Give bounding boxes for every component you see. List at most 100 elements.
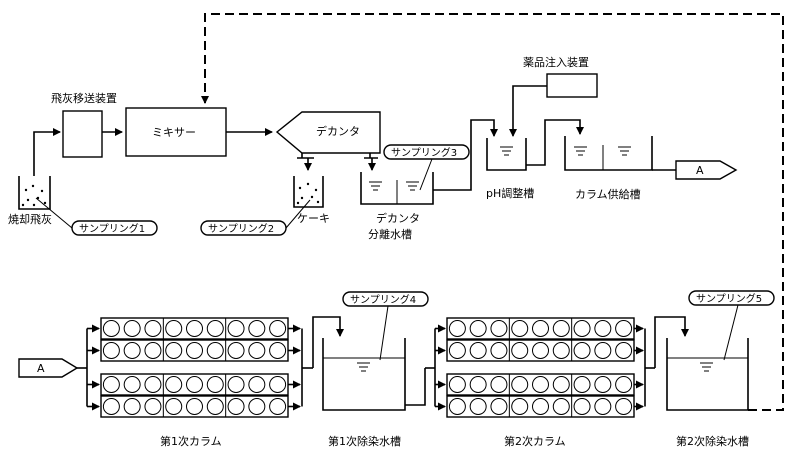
column-cell (165, 376, 183, 393)
flow-line-sep-to-ph (433, 119, 498, 191)
first-decontamination-tank (322, 338, 406, 411)
connector-a-top (675, 160, 738, 180)
column-cell (102, 398, 120, 415)
column-row-frame (100, 339, 289, 362)
sampling-5-leader (723, 304, 739, 361)
ph-tank-label: pH調整槽 (486, 186, 534, 200)
connector-a-bottom (18, 358, 79, 378)
column-cell (594, 320, 612, 337)
column-cell (227, 320, 245, 337)
column-row-frame (446, 339, 635, 362)
column-cell (269, 320, 287, 337)
column-cell (269, 342, 287, 359)
column-cell (144, 376, 162, 393)
decanter (275, 111, 381, 154)
cake-label: ケーキ (297, 212, 330, 225)
column-row (435, 339, 644, 362)
sampling-1-label: サンプリング1 (79, 222, 145, 235)
mixer-label: ミキサー (152, 126, 196, 139)
connector-a-bottom-label: A (37, 362, 45, 375)
column2-label: 第2次カラム (504, 434, 566, 448)
column-cell (102, 342, 120, 359)
column-cell (511, 320, 529, 337)
incineration-fly-ash-label: 焼却飛灰 (8, 212, 52, 226)
cake-container (293, 176, 324, 208)
column-cell (123, 398, 141, 415)
column-cell (186, 320, 203, 337)
column-cell (248, 342, 266, 359)
column-row (87, 395, 301, 418)
column-cell (269, 398, 287, 415)
column-cell (206, 376, 224, 393)
column-cell (206, 342, 224, 359)
column-row-frame (100, 373, 289, 396)
column-cell (594, 398, 612, 415)
column-row (87, 339, 301, 362)
column-row-frame (100, 317, 289, 340)
flow-line-ph-to-supply (526, 119, 584, 166)
column-cell (165, 398, 183, 415)
fly-ash-transfer-label: 飛灰移送装置 (51, 91, 117, 105)
column-row (87, 317, 301, 340)
column-group-1 (77, 317, 313, 418)
column-cell (552, 342, 570, 359)
chemical-injection-label: 薬品注入装置 (523, 55, 589, 69)
column-cell (532, 320, 549, 337)
column-cell (532, 398, 549, 415)
fly-ash-container (18, 176, 51, 210)
column-cell (573, 320, 591, 337)
sampling-5-badge (688, 290, 775, 306)
column-cell (186, 376, 203, 393)
column-row-frame (100, 395, 289, 418)
tank1-label: 第1次除染水槽 (328, 434, 401, 448)
decanter-separation-tank (360, 172, 434, 205)
sampling-3-badge (383, 144, 470, 160)
column-cell (552, 320, 570, 337)
column-cell (248, 398, 266, 415)
column-cell (448, 376, 466, 393)
column-supply-label: カラム供給槽 (575, 187, 641, 201)
return-dashed-line (201, 13, 784, 411)
sampling-4-badge (342, 291, 429, 307)
sampling-2-label: サンプリング2 (208, 222, 274, 235)
sampling-5-label: サンプリング5 (696, 292, 762, 305)
chemical-injection-device (546, 73, 598, 98)
column-cell (123, 342, 141, 359)
column-cell (511, 398, 529, 415)
flow-line-tank1-to-col2 (405, 368, 426, 406)
column-cell (552, 398, 570, 415)
column-cell (448, 342, 466, 359)
sampling-4-label: サンプリング4 (350, 293, 416, 306)
column-cell (573, 376, 591, 393)
column-row (435, 395, 644, 418)
column-cell (448, 398, 466, 415)
column-cell (448, 320, 466, 337)
flow-line-ash-to-transfer (33, 128, 61, 176)
column-cell (165, 320, 183, 337)
column-cell (144, 320, 162, 337)
column-cell (532, 376, 549, 393)
column-cell (206, 320, 224, 337)
column-row-frame (446, 317, 635, 340)
column-cell (102, 376, 120, 393)
flow-line-col2-to-tank2 (654, 316, 689, 368)
column-cell (469, 376, 487, 393)
column-cell (227, 376, 245, 393)
column-row (87, 373, 301, 396)
column-cell (269, 376, 287, 393)
column-cell (469, 398, 487, 415)
column-cell (165, 342, 183, 359)
column-row (435, 373, 644, 396)
second-decontamination-tank (666, 338, 749, 411)
flow-line-chemical-to-ph (509, 85, 547, 137)
mixer (125, 107, 227, 157)
column-cell (144, 398, 162, 415)
column-cell (615, 342, 633, 359)
decanter-water-outlet (364, 153, 378, 170)
column-cell (615, 320, 633, 337)
column-cell (532, 342, 549, 359)
column-cell (490, 320, 508, 337)
column1-label: 第1次カラム (160, 434, 222, 448)
flow-line-col1-to-tank1 (312, 316, 344, 368)
